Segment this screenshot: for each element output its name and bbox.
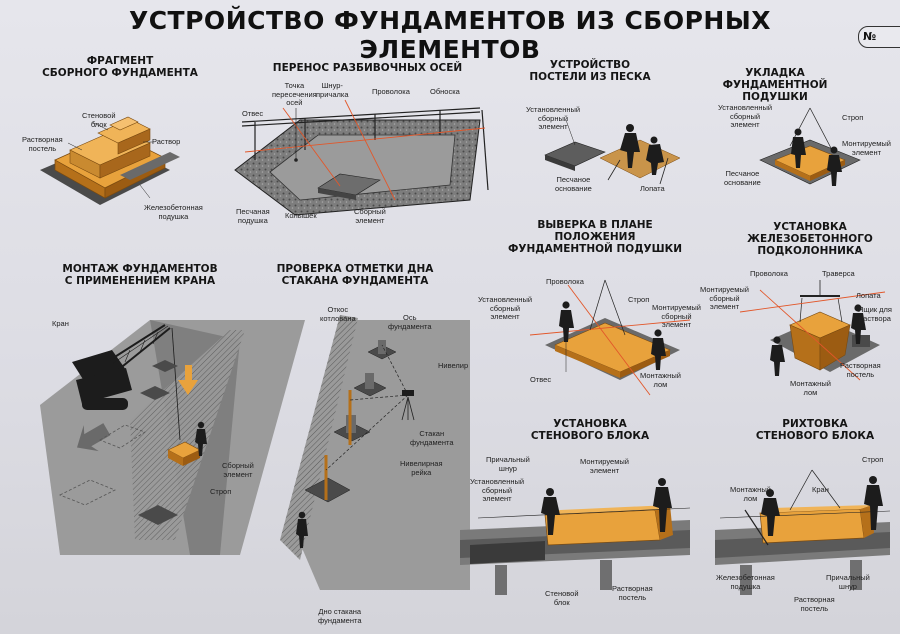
crane-diagram — [40, 320, 305, 555]
column-base-diagram — [739, 280, 886, 381]
level-check-diagram — [280, 315, 470, 590]
label-adj-sling: Строп — [862, 455, 884, 464]
label-pad-sling: Строп — [842, 113, 864, 122]
label-adj-crane: Кран — [812, 485, 829, 494]
page-title: УСТРОЙСТВО ФУНДАМЕНТОВ ИЗ СБОРНЫХ ЭЛЕМЕН… — [128, 6, 772, 64]
adjust-diagram — [715, 469, 891, 595]
sheet-number: № — [858, 26, 900, 48]
fragment-diagram — [40, 116, 180, 205]
label-cord: Шнур-причалка — [316, 81, 349, 99]
label-level: Нивелир — [438, 361, 469, 370]
label-crane: Кран — [52, 319, 69, 328]
axes-diagram — [234, 99, 489, 216]
axes-title: ПЕРЕНОС РАЗБИВОЧНЫХ ОСЕЙ — [272, 62, 463, 74]
pad-laying-diagram — [759, 107, 861, 186]
label-crane-sling: Строп — [210, 487, 232, 496]
label-batter: Обноска — [430, 87, 460, 96]
label-col-wire: Проволока — [750, 269, 788, 278]
label-sand-shovel: Лопата — [640, 184, 665, 193]
label-peg: Колышек — [285, 211, 317, 220]
sand-bed-diagram — [544, 119, 681, 185]
label-align-sling: Строп — [628, 295, 650, 304]
label-col-traverse: Траверса — [822, 269, 855, 278]
label-align-wire: Проволока — [546, 277, 584, 286]
label-align-plumb: Отвес — [530, 375, 552, 384]
alignment-diagram — [529, 279, 691, 396]
label-mortar: Раствор — [152, 137, 181, 146]
label-plumb: Отвес — [242, 109, 264, 118]
label-wire: Проволока — [372, 87, 410, 96]
label-col-shovel: Лопата — [856, 291, 881, 300]
wall-block-diagram — [460, 478, 691, 595]
